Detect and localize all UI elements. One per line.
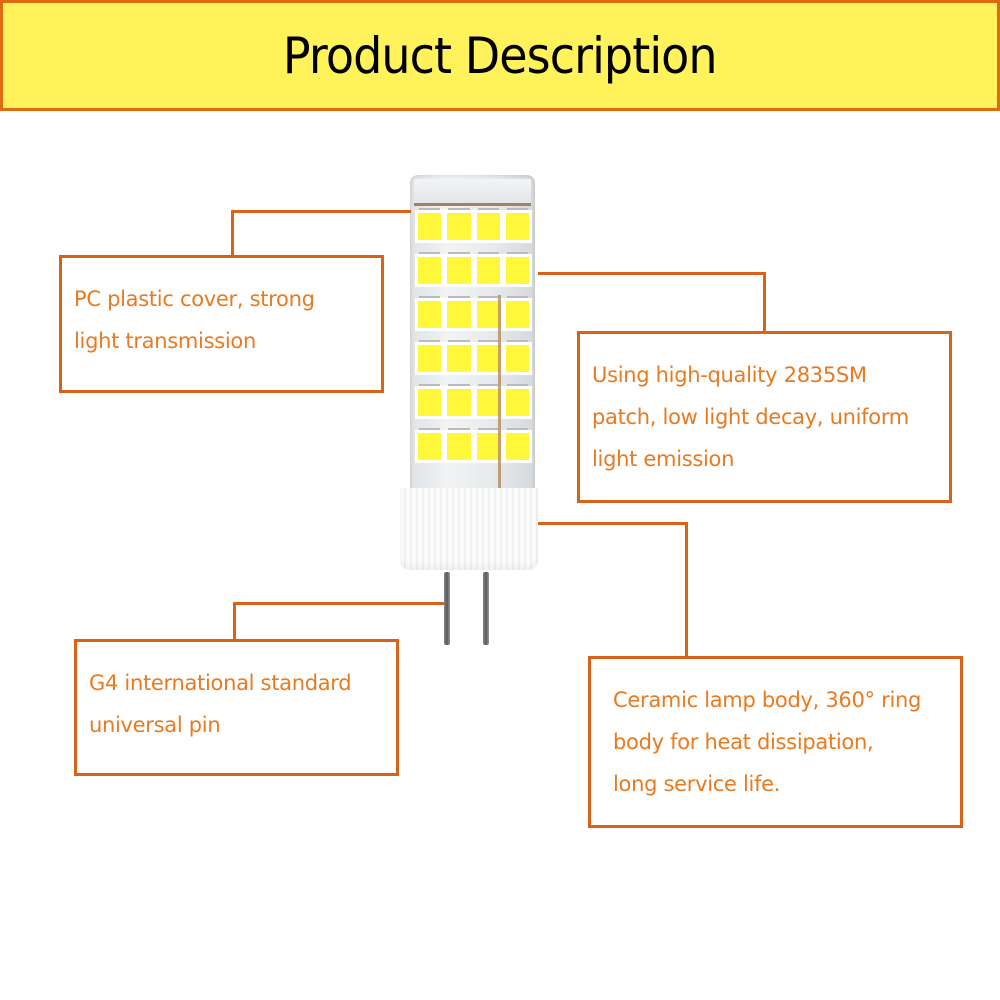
led-chip	[505, 257, 529, 284]
led-chip	[476, 345, 500, 372]
led-chip	[476, 257, 500, 284]
callout-text: body for heat dissipation,	[613, 730, 874, 754]
leader-body-horizontal	[538, 522, 688, 525]
led-chip	[447, 301, 471, 328]
led-chip	[418, 389, 442, 416]
callout-text: Using high-quality 2835SM	[592, 363, 867, 387]
internal-wire	[498, 295, 501, 495]
callout-text: long service life.	[613, 772, 781, 796]
callout-text: patch, low light decay, uniform	[592, 405, 909, 429]
callout-g4-pin: G4 international standard universal pin	[74, 639, 399, 776]
led-chip	[447, 389, 471, 416]
led-chip	[476, 213, 500, 240]
led-chip	[476, 433, 500, 460]
led-chip	[505, 301, 529, 328]
led-chip-grid	[418, 213, 529, 460]
led-chip	[505, 433, 529, 460]
led-chip	[505, 345, 529, 372]
led-chip	[505, 389, 529, 416]
led-chip	[447, 345, 471, 372]
leader-pin-horizontal	[233, 602, 444, 605]
ceramic-base	[400, 488, 538, 570]
led-chip	[505, 213, 529, 240]
leader-cover-horizontal	[231, 210, 411, 213]
callout-text: light transmission	[74, 329, 256, 353]
led-chip	[418, 213, 442, 240]
led-chip	[447, 433, 471, 460]
callout-text: G4 international standard	[89, 671, 352, 695]
led-chip	[476, 389, 500, 416]
leader-chip-vertical	[763, 272, 766, 334]
led-chip	[447, 213, 471, 240]
led-bulb-image	[400, 170, 545, 650]
pc-plastic-cover	[410, 175, 535, 495]
g4-pin-right	[483, 572, 489, 645]
leader-pin-vertical	[233, 602, 236, 642]
leader-chip-horizontal	[538, 272, 766, 275]
callout-text: Ceramic lamp body, 360° ring	[613, 688, 922, 712]
callout-text: universal pin	[89, 713, 221, 737]
leader-body-vertical	[685, 522, 688, 659]
led-chip	[418, 257, 442, 284]
callout-pc-cover: PC plastic cover, strong light transmiss…	[59, 255, 384, 393]
led-chip	[476, 301, 500, 328]
title-banner: Product Description	[0, 0, 1000, 111]
led-chip	[447, 257, 471, 284]
led-chip	[418, 301, 442, 328]
leader-cover-vertical	[231, 210, 234, 258]
callout-text: light emission	[592, 447, 735, 471]
cover-cap	[414, 179, 531, 206]
g4-pin-left	[444, 572, 450, 645]
callout-2835-chip: Using high-quality 2835SM patch, low lig…	[577, 331, 952, 503]
led-chip	[418, 433, 442, 460]
callout-text: PC plastic cover, strong	[74, 287, 315, 311]
page-title: Product Description	[283, 26, 718, 85]
callout-ceramic-body: Ceramic lamp body, 360° ring body for he…	[588, 656, 963, 828]
led-chip	[418, 345, 442, 372]
